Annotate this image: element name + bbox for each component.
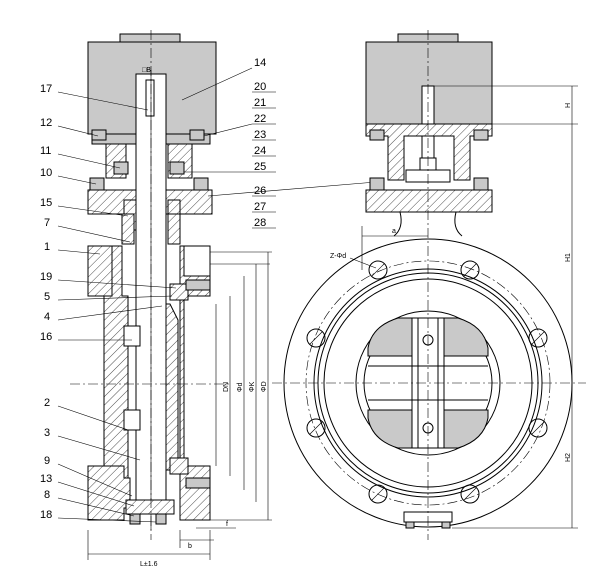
- pin-16: [123, 325, 141, 347]
- front-neck: [393, 211, 463, 237]
- dim-bolt-holes: Z-Φd: [330, 253, 346, 260]
- callout-1: 1: [44, 241, 50, 253]
- bore: [355, 310, 501, 456]
- section-view: [70, 30, 230, 540]
- bolt-23: [189, 129, 205, 141]
- front-bottom-bolt-l: [405, 521, 415, 529]
- callout-13: 13: [40, 473, 52, 485]
- right-dimensions: [349, 85, 578, 529]
- stem-inner: [145, 79, 155, 117]
- dim-DN: DN: [223, 382, 230, 392]
- front-bolt-mr: [473, 177, 489, 191]
- seat-ring: [169, 283, 189, 301]
- front-view: [272, 30, 586, 540]
- callout-18: 18: [40, 509, 52, 521]
- dim-H2: H2: [565, 453, 572, 462]
- bottom-cap: [125, 499, 175, 515]
- left-callout-labels: 17 12 11 10 15 7 1 19 5 4 16 2 3 9 13 8 …: [40, 83, 52, 521]
- callout-16: 16: [40, 331, 52, 343]
- callout-20: 20: [254, 81, 266, 93]
- callout-27: 27: [254, 201, 266, 213]
- bolt-26-left: [193, 177, 209, 191]
- callout-8: 8: [44, 489, 50, 501]
- bolt-25: [169, 161, 185, 175]
- dim-b: b: [188, 543, 192, 550]
- callout-12: 12: [40, 117, 52, 129]
- callout-28: 28: [254, 217, 266, 229]
- callout-25: 25: [254, 161, 266, 173]
- right-callout-labels: 14 20 21 22 23 24 25 26 27 28: [181, 57, 377, 229]
- bolt-10: [89, 177, 105, 191]
- callout-7: 7: [44, 217, 50, 229]
- callout-9: 9: [44, 455, 50, 467]
- callout-23: 23: [254, 129, 266, 141]
- body-bottom: [87, 465, 131, 521]
- front-actuator-housing: [365, 41, 493, 125]
- dim-H1: H1: [565, 253, 572, 262]
- dim-L: L±1.6: [140, 561, 158, 568]
- flange-left-top: [87, 245, 113, 297]
- callout-14: 14: [254, 57, 266, 69]
- dim-K: ΦK: [249, 381, 256, 392]
- bolt-18: [155, 513, 167, 525]
- callout-11: 11: [40, 145, 51, 157]
- dim-d1: Φd: [237, 382, 244, 392]
- bolt-12: [91, 129, 107, 141]
- callout-17: 17: [40, 83, 52, 95]
- callout-2: 2: [44, 397, 50, 409]
- front-bolt-tr: [473, 129, 489, 141]
- stud-top: [185, 279, 211, 291]
- dim-a: a: [392, 228, 396, 235]
- dimension-labels: □B L±1.6 b f DN Φd ΦK ΦD H H1 H2 a Z-Φd: [140, 67, 572, 568]
- actuator-top-lug: [119, 33, 181, 43]
- front-bolt-tl: [369, 129, 385, 141]
- seat-ring-bottom: [169, 457, 189, 475]
- bolt-holes: [306, 260, 548, 504]
- dim-f: f: [226, 521, 228, 528]
- bolt-11: [113, 161, 129, 175]
- flange-right-top: [183, 245, 211, 277]
- dim-H: H: [565, 103, 572, 108]
- callout-4: 4: [44, 311, 50, 323]
- callout-19: 19: [40, 271, 52, 283]
- callout-15: 15: [40, 197, 52, 209]
- body-neck: [121, 213, 135, 245]
- dim-top-width: □B: [142, 67, 151, 74]
- front-yoke: [365, 123, 493, 181]
- stud-bottom: [185, 477, 211, 489]
- callout-3: 3: [44, 427, 50, 439]
- front-bolt-ml: [369, 177, 385, 191]
- callout-10: 10: [40, 167, 52, 179]
- callout-22: 22: [254, 113, 266, 125]
- bolt-8: [129, 513, 141, 525]
- callout-21: 21: [254, 97, 266, 109]
- callout-5: 5: [44, 291, 50, 303]
- front-bottom-bolt-r: [441, 521, 451, 529]
- callout-24: 24: [254, 145, 266, 157]
- front-top-flange: [365, 189, 493, 213]
- dim-D: ΦD: [261, 381, 268, 392]
- left-dimensions: [87, 73, 272, 560]
- callout-26: 26: [254, 185, 266, 197]
- left-leaders: [57, 91, 177, 523]
- pin-2: [123, 409, 141, 431]
- body-neck-right: [167, 213, 181, 245]
